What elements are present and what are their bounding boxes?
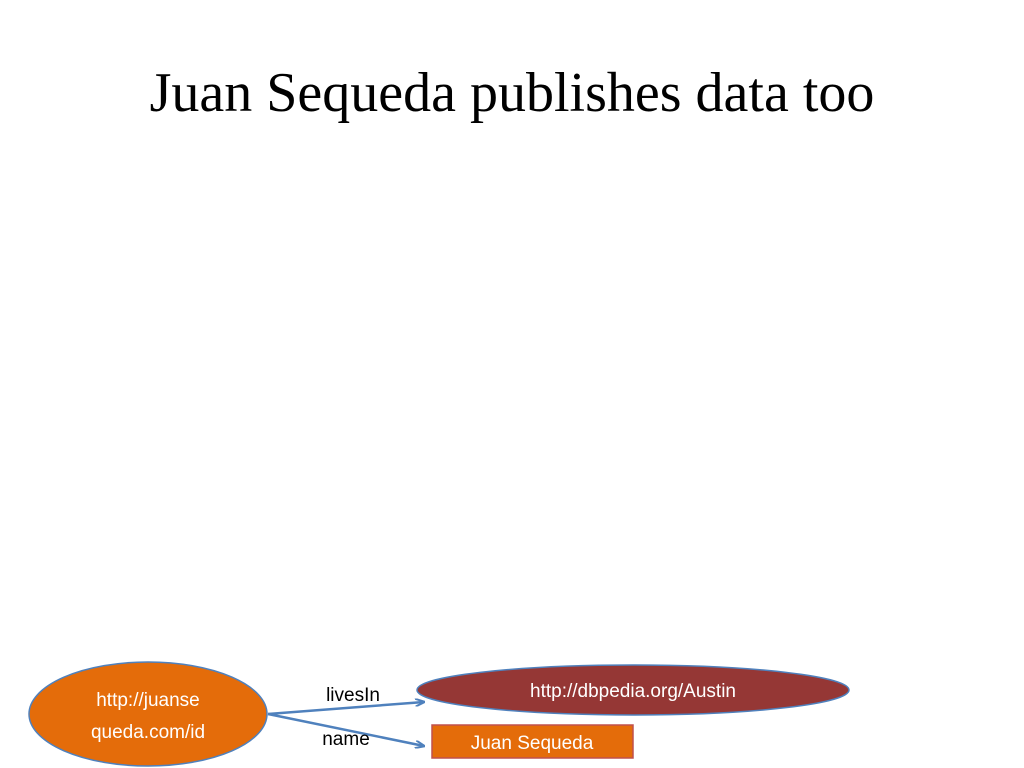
edge-lives-in-arrow — [267, 702, 424, 716]
subject-node-label-line2: queda.com/id — [91, 722, 205, 743]
literal-node — [431, 724, 634, 759]
resource-node-label: http://dbpedia.org/Austin — [530, 681, 736, 702]
edge-name-arrow — [267, 712, 424, 746]
slide-title: Juan Sequeda publishes data too — [149, 62, 875, 124]
resource-node — [416, 664, 850, 716]
edge-label-lives-in: livesIn — [326, 685, 380, 706]
edge-label-name: name — [322, 729, 370, 750]
subject-node-label-line1: http://juanse — [96, 690, 200, 711]
literal-node-label: Juan Sequeda — [471, 733, 594, 754]
subject-node — [28, 661, 268, 767]
